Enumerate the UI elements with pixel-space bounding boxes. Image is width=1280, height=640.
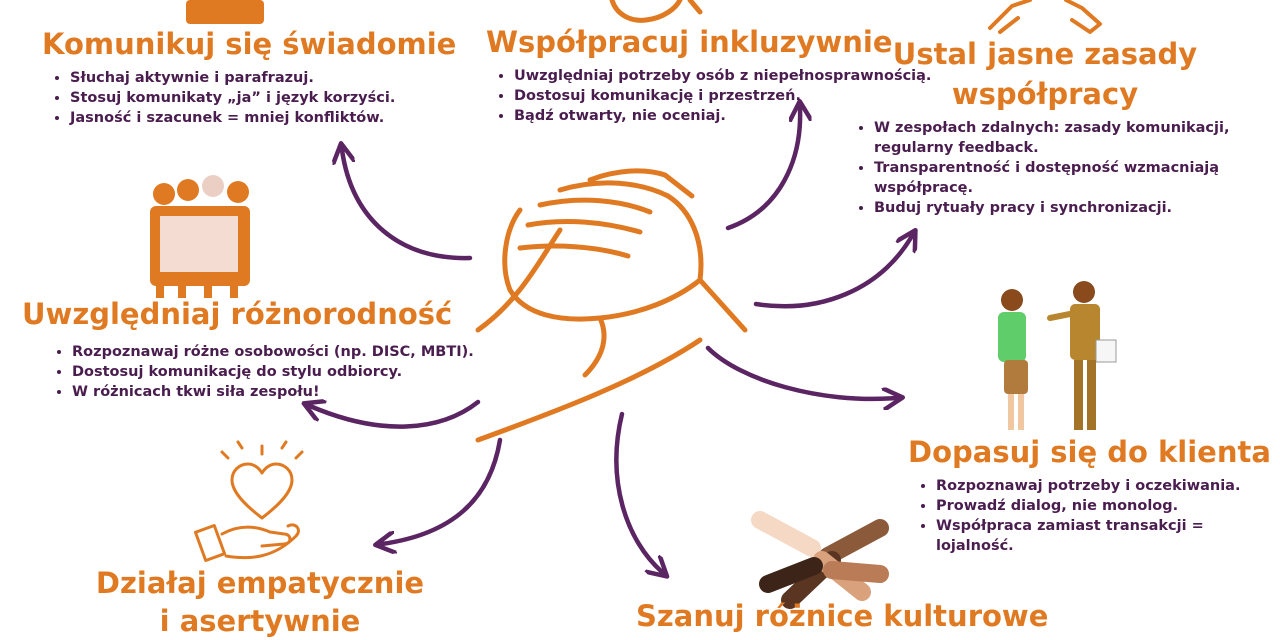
- business-conversation-icon: [998, 281, 1117, 430]
- list-item: Transparentność i dostępność wzmacniają …: [874, 158, 1274, 198]
- list-item: Współpraca zamiast transakcji = lojalnoś…: [936, 516, 1280, 556]
- point-list: W zespołach zdalnych: zasady komunikacji…: [852, 118, 1274, 218]
- section-empatia: Działaj empatycznie i asertywnie: [90, 564, 430, 640]
- stacked-hands-icon: [751, 511, 889, 609]
- section-title: Szanuj różnice kulturowe: [636, 599, 1049, 633]
- title-line: Ustal jasne zasady: [892, 37, 1198, 71]
- list-item: Jasność i szacunek = mniej konfliktów.: [70, 108, 456, 128]
- list-item: Dostosuj komunikację do stylu odbiorcy.: [72, 362, 474, 382]
- diverse-women-group-icon: [150, 175, 250, 298]
- clasped-hands-icon: [475, 168, 748, 443]
- point-list: Rozpoznawaj potrzeby i oczekiwania. Prow…: [914, 476, 1280, 556]
- list-item: Stosuj komunikaty „ja” i język korzyści.: [70, 88, 456, 108]
- woman-portrait-icon: [186, 0, 264, 24]
- title-line: współpracy: [951, 77, 1139, 111]
- section-title: Ustal jasne zasady współpracy: [830, 34, 1260, 114]
- heart-in-hand-icon: [193, 440, 304, 563]
- point-list: Rozpoznawaj różne osobowości (np. DISC, …: [50, 342, 474, 402]
- list-item: Prowadź dialog, nie monolog.: [936, 496, 1280, 516]
- arrows: [310, 108, 912, 572]
- list-item: Słuchaj aktywnie i parafrazuj.: [70, 68, 456, 88]
- handshake-icon: [988, 0, 1102, 34]
- list-item: Rozpoznawaj potrzeby i oczekiwania.: [936, 476, 1280, 496]
- point-list: Uwzględniaj potrzeby osób z niepełnospra…: [492, 66, 931, 126]
- list-item: W zespołach zdalnych: zasady komunikacji…: [874, 118, 1274, 158]
- section-kultura: Szanuj różnice kulturowe: [636, 598, 1048, 634]
- section-klient: Dopasuj się do klienta Rozpoznawaj potrz…: [908, 434, 1280, 556]
- section-wspolpracuj: Współpracuj inkluzywnie Uwzględniaj potr…: [486, 24, 931, 126]
- point-list: Słuchaj aktywnie i parafrazuj. Stosuj ko…: [48, 68, 456, 128]
- list-item: Buduj rytuały pracy i synchronizacji.: [874, 198, 1274, 218]
- list-item: Bądź otwarty, nie oceniaj.: [514, 106, 931, 126]
- list-item: W różnicach tkwi siła zespołu!: [72, 382, 474, 402]
- title-line: Działaj empatycznie: [95, 566, 425, 600]
- section-title: Komunikuj się świadomie: [42, 27, 457, 61]
- section-title: Współpracuj inkluzywnie: [486, 25, 893, 59]
- section-title: Dopasuj się do klienta: [908, 435, 1271, 469]
- list-item: Rozpoznawaj różne osobowości (np. DISC, …: [72, 342, 474, 362]
- section-roznorodnosc: Uwzględniaj różnorodność Rozpoznawaj róż…: [22, 296, 474, 402]
- title-line: i asertywnie: [159, 604, 361, 638]
- section-title: Uwzględniaj różnorodność: [22, 297, 453, 331]
- wheelchair-icon: [609, 0, 703, 23]
- section-ustal: Ustal jasne zasady współpracy W zespołac…: [830, 34, 1260, 218]
- list-item: Uwzględniaj potrzeby osób z niepełnospra…: [514, 66, 931, 86]
- section-komunikuj: Komunikuj się świadomie Słuchaj aktywnie…: [42, 26, 456, 128]
- section-title: Działaj empatycznie i asertywnie: [90, 564, 430, 640]
- list-item: Dostosuj komunikację i przestrzeń.: [514, 86, 931, 106]
